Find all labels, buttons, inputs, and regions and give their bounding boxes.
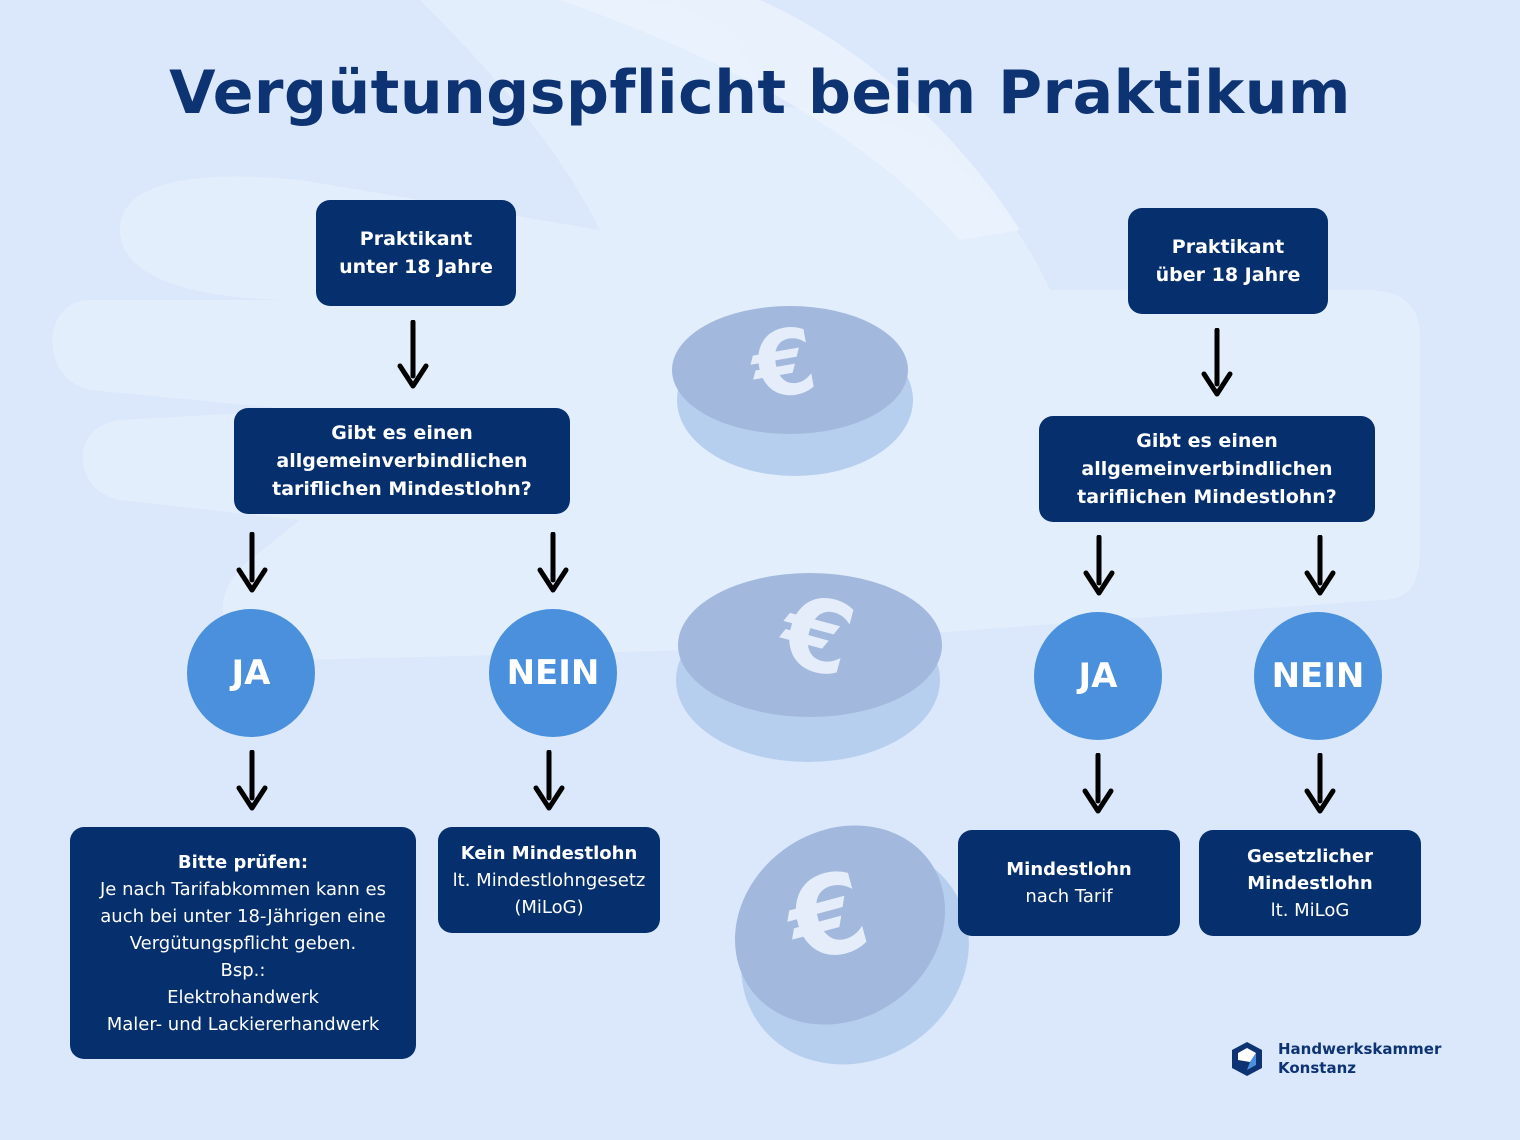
result-line: auch bei unter 18-Jährigen eine bbox=[100, 905, 386, 927]
result-line: Vergütungspflicht geben. bbox=[129, 932, 357, 954]
arrow-down-icon bbox=[1304, 535, 1336, 596]
result-box-tariff-minimum-wage: Mindestlohn nach Tarif bbox=[958, 830, 1180, 936]
start-box-under-18: Praktikant unter 18 Jahre bbox=[316, 200, 516, 306]
question-box-over-18: Gibt es einen allgemeinverbindlichen tar… bbox=[1039, 416, 1375, 522]
result-heading: Mindestlohn bbox=[1247, 872, 1373, 894]
euro-coin: € bbox=[672, 306, 913, 476]
result-line: Elektrohandwerk bbox=[167, 986, 319, 1008]
arrow-down-icon bbox=[397, 320, 429, 389]
logo-line2: Konstanz bbox=[1278, 1059, 1356, 1077]
result-line: lt. Mindestlohngesetz bbox=[452, 869, 646, 891]
question-box-under-18: Gibt es einen allgemeinverbindlichen tar… bbox=[234, 408, 570, 514]
euro-coin: € bbox=[734, 825, 969, 1065]
question-line3: tariflichen Mindestlohn? bbox=[1077, 486, 1337, 508]
arrow-down-icon bbox=[1083, 535, 1115, 596]
no-circle-under-18: NEIN bbox=[489, 609, 617, 737]
page-title: Vergütungspflicht beim Praktikum bbox=[169, 58, 1351, 128]
euro-coin: € bbox=[676, 570, 942, 762]
result-line: lt. MiLoG bbox=[1270, 899, 1350, 921]
question-line1: Gibt es einen bbox=[331, 422, 473, 444]
arrow-down-icon bbox=[1201, 328, 1233, 397]
result-line: Maler- und Lackiererhandwerk bbox=[106, 1013, 380, 1035]
hand-highlight bbox=[560, 0, 1020, 240]
yes-circle-under-18: JA bbox=[187, 609, 315, 737]
result-heading: Gesetzlicher bbox=[1247, 845, 1373, 867]
question-line1: Gibt es einen bbox=[1136, 430, 1278, 452]
logo: Handwerkskammer Konstanz bbox=[1228, 1040, 1441, 1078]
arrow-down-icon bbox=[537, 532, 569, 593]
result-box-no-minimum-wage: Kein Mindestlohn lt. Mindestlohngesetz (… bbox=[438, 827, 660, 933]
question-line2: allgemeinverbindlichen bbox=[1081, 458, 1333, 480]
arrow-down-icon bbox=[1082, 753, 1114, 814]
question-line2: allgemeinverbindlichen bbox=[276, 450, 528, 472]
start-box-line2: unter 18 Jahre bbox=[339, 256, 493, 278]
yes-circle-over-18: JA bbox=[1034, 612, 1162, 740]
logo-line1: Handwerkskammer bbox=[1278, 1040, 1442, 1058]
no-circle-over-18: NEIN bbox=[1254, 612, 1382, 740]
start-box-over-18: Praktikant über 18 Jahre bbox=[1128, 208, 1328, 314]
result-box-check-tariff: Bitte prüfen: Je nach Tarifabkommen kann… bbox=[70, 827, 416, 1059]
arrow-down-icon bbox=[236, 750, 268, 811]
result-line: (MiLoG) bbox=[514, 896, 584, 918]
arrow-down-icon bbox=[236, 532, 268, 593]
result-line: Bsp.: bbox=[220, 959, 266, 981]
start-box-line1: Praktikant bbox=[359, 228, 473, 250]
result-heading: Kein Mindestlohn bbox=[460, 842, 638, 864]
start-box-line2: über 18 Jahre bbox=[1155, 264, 1301, 286]
result-line: Je nach Tarifabkommen kann es bbox=[99, 878, 386, 900]
result-heading: Mindestlohn bbox=[1006, 859, 1132, 880]
question-line3: tariflichen Mindestlohn? bbox=[272, 478, 532, 500]
start-box-line1: Praktikant bbox=[1171, 236, 1285, 258]
result-line: nach Tarif bbox=[1025, 886, 1113, 907]
result-heading: Bitte prüfen: bbox=[177, 851, 309, 873]
arrow-down-icon bbox=[533, 750, 565, 811]
arrow-down-icon bbox=[1304, 753, 1336, 814]
hwk-logo-icon bbox=[1232, 1042, 1262, 1076]
result-box-statutory-minimum-wage: Gesetzlicher Mindestlohn lt. MiLoG bbox=[1199, 830, 1421, 936]
